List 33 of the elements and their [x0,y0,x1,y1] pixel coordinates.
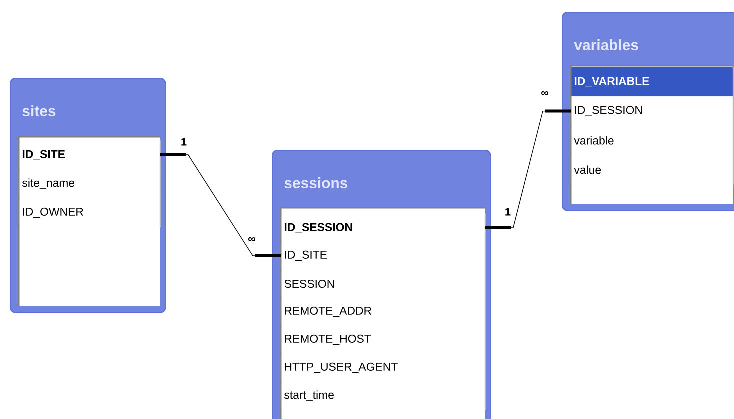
node-label: SESSION [284,280,334,288]
node-label: variable [574,136,614,145]
node-label: start_time [284,390,334,402]
field-row: REMOTE_ADDR [280,297,486,327]
cardinality-label: ∞ [248,237,256,242]
selected-field-row: ID_VARIABLE [570,66,734,98]
field-row: start_time [280,381,486,411]
cardinality-label: 1 [182,138,187,146]
field-row: SESSION [280,269,486,299]
relationship-line [485,110,572,230]
relationship-line [160,154,282,258]
node-label: REMOTE_HOST [285,334,372,346]
node-label: ID_SITE [22,150,66,160]
cardinality-label: 1 [506,208,511,216]
node-label: site_name [22,178,75,190]
field-row: ID_SITE [18,140,161,170]
node-label: ID_SESSION [575,106,642,116]
field-row: value [570,154,734,186]
node-label: value [574,166,602,174]
field-row: REMOTE_HOST [280,325,486,355]
field-row: ID_SESSION [280,213,486,243]
node-label: ID_OWNER [23,208,84,218]
field-row: variable [570,125,734,156]
node-label: REMOTE_ADDR [285,306,372,318]
field-row: ID_SITE [280,241,486,271]
cardinality-label: ∞ [542,91,549,96]
field-row: ID_SESSION [570,96,734,127]
field-row: site_name [18,168,161,200]
node-label: ID_SITE [285,250,327,262]
field-row: HTTP_USER_AGENT [280,353,486,383]
node-label: ID_SESSION [284,223,352,233]
node-label: HTTP_USER_AGENT [285,362,398,374]
field-row: ID_OWNER [18,198,161,228]
